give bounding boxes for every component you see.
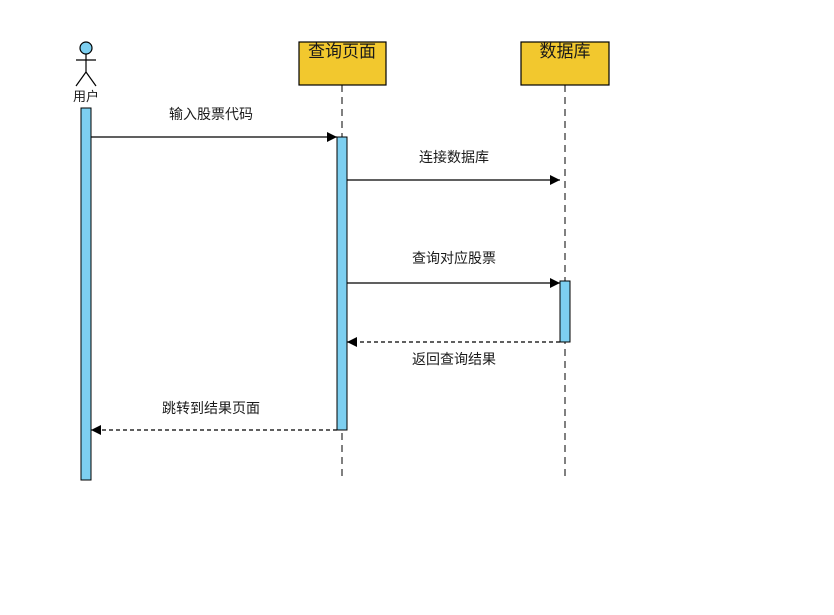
- participant-label: 数据库: [540, 42, 591, 62]
- message-label: 输入股票代码: [169, 107, 253, 123]
- actor-leg-right: [85, 71, 97, 87]
- stick-figure-icon: [75, 41, 97, 87]
- activation-bar-database: [559, 280, 571, 343]
- message-label: 返回查询结果: [412, 352, 496, 368]
- activation-bar-user: [80, 107, 92, 481]
- actor-leg-left: [75, 71, 87, 87]
- actor-user: 用户: [73, 41, 99, 105]
- message-connect-database: 连接数据库: [347, 149, 560, 185]
- actor-label: 用户: [73, 89, 99, 105]
- activation-bar-query-page: [336, 136, 348, 431]
- message-query-stock: 查询对应股票: [347, 250, 560, 288]
- participant-database: 数据库: [520, 41, 610, 86]
- participant-box: [520, 41, 610, 86]
- message-input-stock-code: 输入股票代码: [91, 107, 337, 142]
- actor-head: [79, 41, 93, 55]
- message-label: 跳转到结果页面: [162, 401, 260, 417]
- message-label: 连接数据库: [419, 149, 489, 166]
- message-label: 查询对应股票: [412, 250, 496, 267]
- participant-label: 查询页面: [308, 42, 376, 62]
- participant-box: [298, 41, 387, 86]
- participant-query-page: 查询页面: [298, 41, 387, 86]
- message-jump-to-result-page: 跳转到结果页面: [91, 401, 337, 435]
- message-return-result: 返回查询结果: [347, 337, 560, 368]
